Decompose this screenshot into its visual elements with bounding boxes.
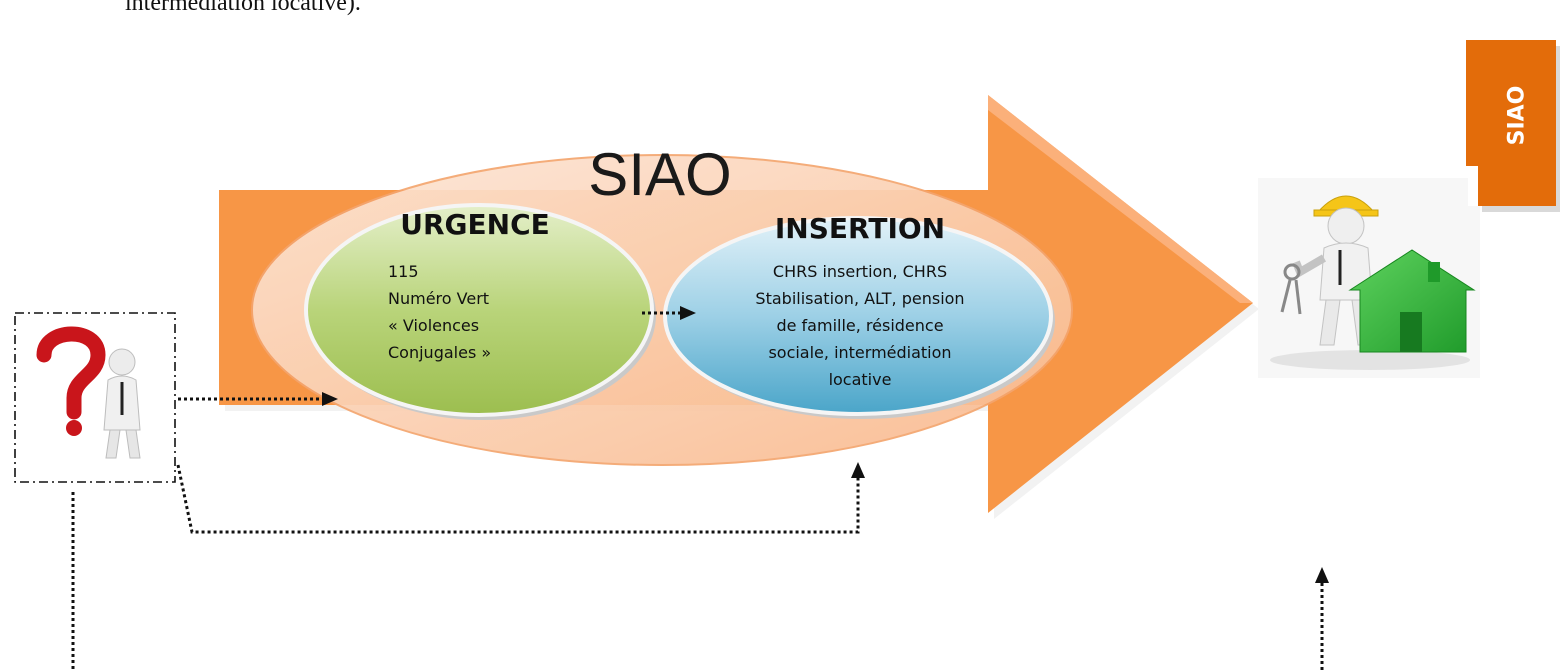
insertion-line: CHRS insertion, CHRS — [772, 262, 948, 281]
urgence-title: URGENCE — [400, 208, 550, 241]
insertion-line: locative — [828, 370, 892, 389]
dotted-connectors — [71, 311, 1324, 670]
insertion-description: CHRS insertion, CHRS Stabilisation, ALT,… — [735, 258, 985, 393]
urgence-line: Conjugales » — [388, 343, 492, 362]
urgence-line: Numéro Vert — [388, 289, 490, 308]
urgence-node — [304, 203, 656, 420]
side-tab-text: SIAO — [1504, 85, 1530, 145]
arrowheads — [322, 306, 1329, 583]
insertion-title: INSERTION — [774, 212, 946, 245]
urgence-line: 115 — [388, 262, 419, 281]
person-question-icon — [36, 326, 141, 459]
siao-title: SIAO — [588, 141, 732, 208]
header-text-fragment: intermédiation locative). — [125, 0, 361, 16]
side-tab-label[interactable]: SIAO — [1497, 50, 1537, 180]
person-keys-house-icon — [1258, 178, 1480, 378]
person-frame — [14, 312, 176, 483]
insertion-node — [663, 216, 1055, 419]
insertion-line: Stabilisation, ALT, pension — [755, 289, 965, 308]
insertion-line: sociale, intermédiation — [768, 343, 952, 362]
urgence-description: 115 Numéro Vert « Violences Conjugales » — [388, 258, 618, 366]
connector-person-to-insertion — [176, 464, 860, 534]
insertion-line: de famille, résidence — [776, 316, 944, 335]
urgence-line: « Violences — [388, 316, 480, 335]
side-tab — [1466, 40, 1560, 212]
